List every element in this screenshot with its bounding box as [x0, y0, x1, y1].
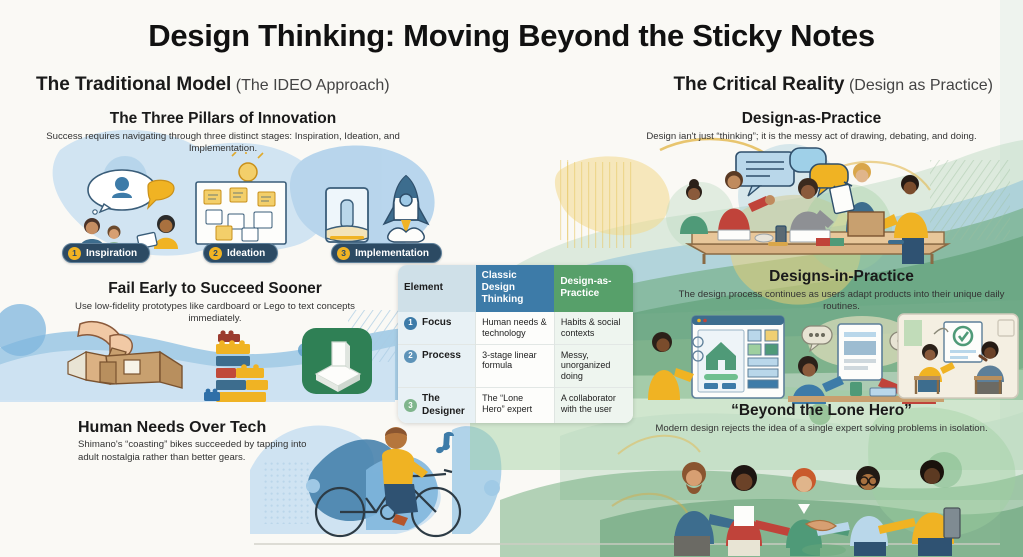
team-conversation-illustration [80, 169, 178, 250]
human-needs-heading: Human Needs Over Tech [78, 419, 267, 436]
table-header-classic: Classic Design Thinking [475, 265, 555, 312]
table-header-practice: Design-as-Practice [554, 265, 633, 312]
row-number-1: 1 [404, 316, 417, 330]
left-illustrations-row-one [80, 152, 430, 250]
section-three-pillars: The Three Pillars of Innovation Success … [33, 110, 413, 156]
stage-label-inspiration: Inspiration [86, 247, 138, 259]
stage-label-ideation: Ideation [226, 247, 266, 259]
stage-pill-inspiration[interactable]: 1 Inspiration [62, 243, 151, 263]
table-cell-element-focus: 1 Focus [398, 311, 476, 344]
table-cell-element-process: 2 Process [398, 343, 476, 388]
left-column-heading: The Traditional Model (The IDEO Approach… [36, 74, 390, 96]
right-column-subtitle: (Design as Practice) [848, 77, 993, 94]
page-title: Design Thinking: Moving Beyond the Stick… [148, 18, 875, 53]
stage-number-3: 3 [337, 246, 351, 260]
music-note-icon [436, 431, 454, 454]
row-label-designer: The Designer [422, 393, 465, 417]
design-as-practice-heading: Design-as-Practice [741, 110, 882, 127]
left-column-subtitle: (The IDEO Approach) [235, 77, 390, 94]
section-designs-in-practice: Designs-in-Practice The design process c… [660, 268, 1023, 314]
stage-number-1: 1 [68, 246, 81, 260]
table-cell-practice-process: Messy, unorganized doing [553, 343, 633, 388]
table-header-row: Element Classic Design Thinking Design-a… [398, 265, 633, 312]
three-pillars-heading: The Three Pillars of Innovation [109, 110, 337, 127]
table-row: 3 The Designer The “Lone Hero” expert A … [398, 387, 633, 423]
table-row: 2 Process 3-stage linear formula Messy, … [398, 343, 633, 388]
table-header-element: Element [398, 265, 476, 312]
section-human-needs: Human Needs Over Tech Shimano's “coastin… [78, 418, 328, 465]
table-cell-classic-process: 3-stage linear formula [475, 343, 555, 388]
row-number-2: 2 [404, 349, 417, 363]
beyond-lone-hero-heading: “Beyond the Lone Hero” [731, 402, 912, 419]
stage-pill-ideation[interactable]: 2 Ideation [202, 243, 279, 263]
table-cell-practice-focus: Habits & social contexts [553, 311, 633, 344]
designs-in-practice-heading: Designs-in-Practice [769, 268, 914, 285]
fail-early-heading: Fail Early to Succeed Sooner [108, 280, 322, 297]
cyclist-illustration [314, 427, 462, 538]
3d-print-icon-illustration [302, 328, 372, 394]
human-needs-body: Shimano's “coasting” bikes succeeded by … [78, 439, 307, 463]
stage-label-implementation: Implementation [355, 247, 429, 259]
row-number-3: 3 [404, 399, 417, 413]
cardboard-prototype-illustration [67, 320, 183, 389]
designs-in-practice-body: The design process continues as users ad… [678, 288, 1005, 313]
beyond-lone-hero-body: Modern design rejects the idea of a sing… [655, 422, 988, 434]
comparison-table: Element Classic Design Thinking Design-a… [398, 265, 633, 423]
three-pillars-body: Success requires navigating through thre… [46, 130, 400, 155]
consultation-illustration [897, 313, 1019, 399]
row-label-process: Process [422, 349, 461, 361]
fail-early-body: Use low-fidelity prototypes like cardboa… [75, 300, 355, 325]
prototype-rocket-illustration [325, 174, 430, 243]
table-cell-classic-designer: The “Lone Hero” expert [475, 387, 555, 423]
table-cell-practice-designer: A collaborator with the user [553, 387, 633, 423]
stage-number-2: 2 [208, 246, 222, 260]
workshop-table-illustration [680, 147, 952, 264]
table-row: 1 Focus Human needs & technology Habits … [398, 311, 633, 344]
right-column-heading: The Critical Reality (Design as Practice… [673, 74, 993, 96]
app-screen-illustration [648, 315, 785, 400]
lego-bricks-illustration [204, 330, 268, 402]
section-design-as-practice: Design-as-Practice Design ian't just “th… [600, 110, 1023, 143]
handshake-group-illustration [674, 460, 961, 556]
right-column-title: The Critical Reality [673, 74, 845, 95]
design-as-practice-body: Design ian't just “thinking”; it is the … [646, 130, 977, 142]
designs-in-practice-illustrations [648, 313, 1019, 404]
row-label-focus: Focus [422, 316, 452, 328]
table-cell-element-designer: 3 The Designer [398, 387, 476, 423]
stage-pill-group: 1 Inspiration 2 Ideation 3 Implementatio… [62, 243, 442, 263]
section-beyond-lone-hero: “Beyond the Lone Hero” Modern design rej… [620, 402, 1023, 435]
section-fail-early: Fail Early to Succeed Sooner Use low-fid… [60, 280, 370, 326]
stage-pill-implementation[interactable]: 3 Implementation [331, 243, 442, 263]
left-illustrations-row-two [67, 320, 372, 402]
table-cell-classic-focus: Human needs & technology [475, 311, 555, 344]
sticky-notes-board-illustration [195, 152, 287, 245]
left-column-title: The Traditional Model [36, 74, 232, 95]
